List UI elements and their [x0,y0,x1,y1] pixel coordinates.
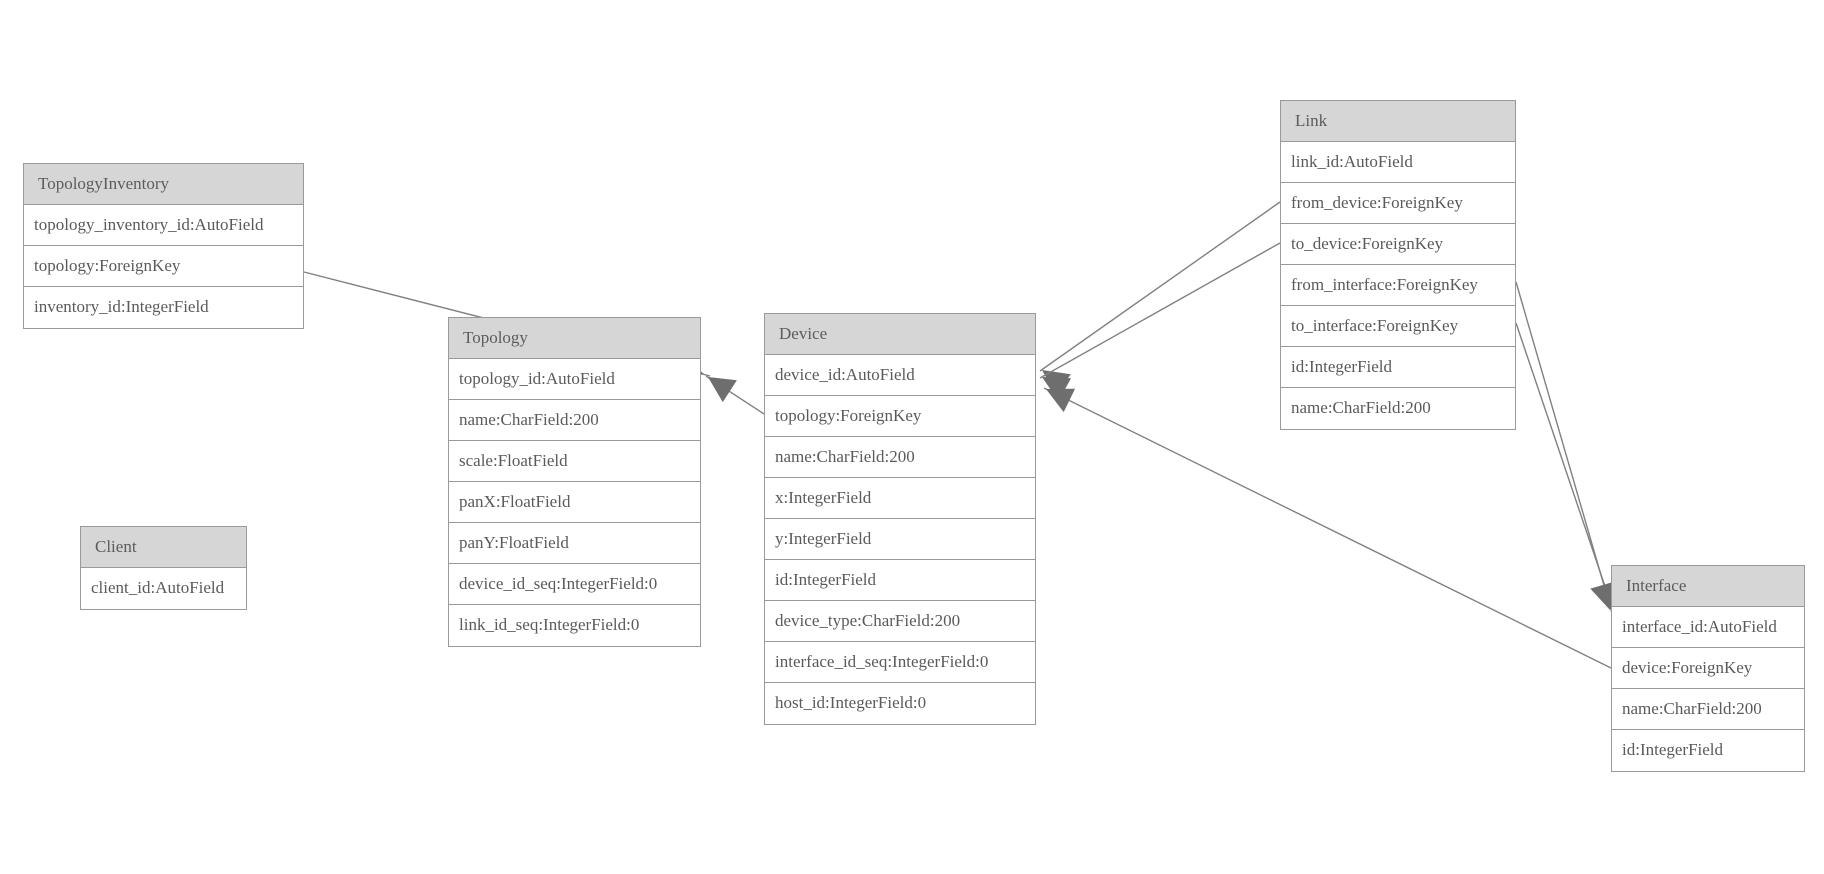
entity-field[interactable]: to_interface:ForeignKey [1281,306,1515,347]
entity-field-list: client_id:AutoField [81,568,246,609]
entity-title: Link [1281,101,1515,142]
relationship-line [1515,281,1613,614]
entity-field[interactable]: client_id:AutoField [81,568,246,609]
entity-title: TopologyInventory [24,164,303,205]
relationship-line [1039,242,1281,379]
entity-field[interactable]: name:CharField:200 [449,400,700,441]
entity-field[interactable]: name:CharField:200 [1612,689,1804,730]
entity-field[interactable]: panY:FloatField [449,523,700,564]
entity-topology[interactable]: Topology topology_id:AutoField name:Char… [448,317,701,647]
entity-title: Interface [1612,566,1804,607]
entity-field[interactable]: id:IntegerField [1281,347,1515,388]
entity-field[interactable]: to_device:ForeignKey [1281,224,1515,265]
entity-field[interactable]: interface_id:AutoField [1612,607,1804,648]
entity-field[interactable]: id:IntegerField [1612,730,1804,771]
entity-field[interactable]: topology:ForeignKey [765,396,1035,437]
entity-field[interactable]: host_id:IntegerField:0 [765,683,1035,724]
entity-field[interactable]: device_type:CharField:200 [765,601,1035,642]
entity-field[interactable]: inventory_id:IntegerField [24,287,303,328]
relationship-arrowhead [1042,370,1071,396]
relationship-arrowhead [708,377,737,403]
entity-client[interactable]: Client client_id:AutoField [80,526,247,610]
entity-field[interactable]: name:CharField:200 [1281,388,1515,429]
entity-field[interactable]: topology_inventory_id:AutoField [24,205,303,246]
relationship-line [1515,322,1615,614]
entity-field[interactable]: panX:FloatField [449,482,700,523]
entity-title: Device [765,314,1035,355]
entity-title: Client [81,527,246,568]
entity-field-list: link_id:AutoField from_device:ForeignKey… [1281,142,1515,429]
entity-field[interactable]: x:IntegerField [765,478,1035,519]
entity-field[interactable]: device:ForeignKey [1612,648,1804,689]
entity-field-list: device_id:AutoField topology:ForeignKey … [765,355,1035,724]
entity-field[interactable]: topology_id:AutoField [449,359,700,400]
relationship-line [1043,387,1612,669]
entity-field[interactable]: device_id_seq:IntegerField:0 [449,564,700,605]
relationship-arrowhead [1042,377,1072,401]
entity-title: Topology [449,318,700,359]
relationship-arrowhead [1046,388,1076,413]
relationship-line [1039,201,1281,372]
entity-field[interactable]: interface_id_seq:IntegerField:0 [765,642,1035,683]
entity-field[interactable]: link_id:AutoField [1281,142,1515,183]
entity-device[interactable]: Device device_id:AutoField topology:Fore… [764,313,1036,725]
entity-topology-inventory[interactable]: TopologyInventory topology_inventory_id:… [23,163,304,329]
entity-field-list: topology_inventory_id:AutoField topology… [24,205,303,328]
entity-field[interactable]: from_device:ForeignKey [1281,183,1515,224]
relationship-line [705,375,765,415]
entity-link[interactable]: Link link_id:AutoField from_device:Forei… [1280,100,1516,430]
entity-field[interactable]: topology:ForeignKey [24,246,303,287]
entity-field-list: interface_id:AutoField device:ForeignKey… [1612,607,1804,771]
entity-field[interactable]: device_id:AutoField [765,355,1035,396]
entity-interface[interactable]: Interface interface_id:AutoField device:… [1611,565,1805,772]
entity-field[interactable]: scale:FloatField [449,441,700,482]
entity-field[interactable]: id:IntegerField [765,560,1035,601]
entity-field[interactable]: link_id_seq:IntegerField:0 [449,605,700,646]
entity-field-list: topology_id:AutoField name:CharField:200… [449,359,700,646]
entity-field[interactable]: y:IntegerField [765,519,1035,560]
entity-field[interactable]: name:CharField:200 [765,437,1035,478]
entity-field[interactable]: from_interface:ForeignKey [1281,265,1515,306]
